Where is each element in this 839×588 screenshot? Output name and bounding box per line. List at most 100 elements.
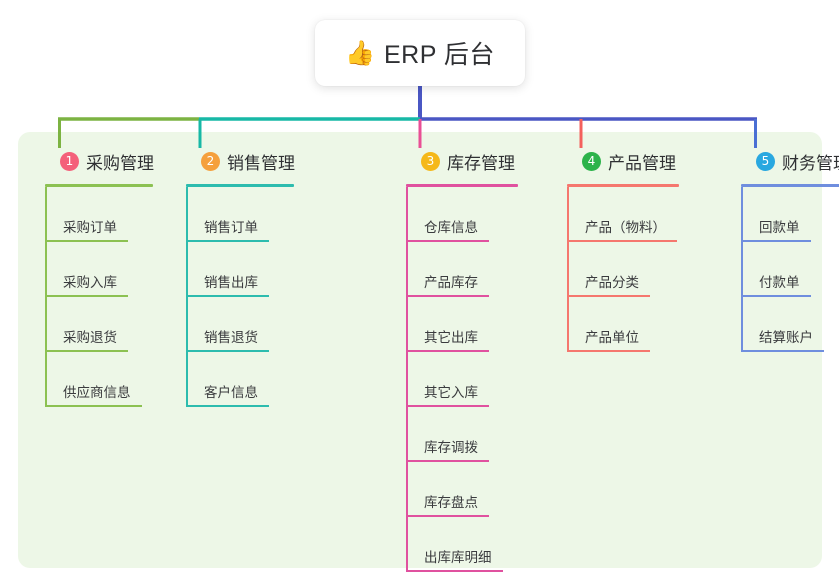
list-item-label: 采购入库 [63,275,117,290]
leaf-connector [567,297,569,352]
branch-header-2[interactable]: 2 销售管理 [181,132,331,176]
list-item[interactable]: 库存调拨 [406,407,506,462]
list-item-label: 产品单位 [585,330,639,345]
list-item-label: 产品（物料） [585,220,666,235]
list-item-underline [567,240,677,242]
list-item[interactable]: 产品（物料） [567,187,677,242]
list-item-underline [567,295,650,297]
branch-header-3[interactable]: 3 库存管理 [401,132,551,176]
list-item-underline [406,570,503,572]
list-item-underline [741,295,811,297]
list-item-label: 销售退货 [204,330,258,345]
branch-items-3: 仓库信息产品库存其它出库其它入库库存调拨库存盘点出库库明细 [406,187,551,572]
branch-badge-4: 4 [582,151,601,171]
branch-badge-5: 5 [756,151,775,171]
list-item[interactable]: 仓库信息 [406,187,506,242]
list-item-label: 库存盘点 [424,495,478,510]
leaf-connector [406,352,408,407]
branch-header-5[interactable]: 5 财务管理 [736,132,839,176]
branch-label-5: 财务管理 [782,153,839,173]
list-item[interactable]: 回款单 [741,187,839,242]
branch-label-3: 库存管理 [447,153,515,173]
list-item-underline [186,350,269,352]
list-item[interactable]: 采购订单 [45,187,145,242]
branch-label-2: 销售管理 [227,153,295,173]
list-item-label: 库存调拨 [424,440,478,455]
list-item[interactable]: 产品分类 [567,242,667,297]
branch-label-4: 产品管理 [608,153,676,173]
branch-items-2: 销售订单销售出库销售退货客户信息 [186,187,331,407]
list-item-label: 采购订单 [63,220,117,235]
branch-underline-1 [45,184,153,187]
branch-column-2: 2 销售管理销售订单销售出库销售退货客户信息 [181,132,331,407]
list-item-underline [406,460,489,462]
list-item[interactable]: 销售出库 [186,242,286,297]
list-item-label: 客户信息 [204,385,258,400]
list-item-underline [406,295,489,297]
branch-items-4: 产品（物料） 产品分类产品单位 [567,187,727,352]
root-title: ERP 后台 [383,41,495,69]
leaf-connector [741,297,743,352]
list-item-label: 采购退货 [63,330,117,345]
content-panel [18,132,822,568]
list-item-underline [186,240,269,242]
list-item-underline [406,405,489,407]
branch-underline-4 [567,184,679,187]
leaf-connector [406,517,408,572]
list-item-label: 产品库存 [424,275,478,290]
leaf-connector [741,242,743,297]
list-item-underline [741,240,811,242]
branch-items-5: 回款单付款单结算账户 [741,187,839,352]
list-item-label: 出库库明细 [424,550,492,565]
list-item-underline [45,240,128,242]
leaf-connector [741,187,743,242]
list-item-underline [741,350,824,352]
leaf-connector [186,187,188,242]
list-item[interactable]: 其它出库 [406,297,506,352]
list-item-underline [186,295,269,297]
list-item[interactable]: 销售退货 [186,297,286,352]
list-item[interactable]: 其它入库 [406,352,506,407]
leaf-connector [406,187,408,242]
branch-badge-2: 2 [201,151,220,171]
list-item[interactable]: 采购退货 [45,297,145,352]
branch-column-4: 4 产品管理产品（物料） 产品分类产品单位 [562,132,727,352]
list-item-underline [45,405,142,407]
branch-header-4[interactable]: 4 产品管理 [562,132,727,176]
list-item[interactable]: 库存盘点 [406,462,506,517]
branch-underline-5 [741,184,839,187]
list-item-underline [567,350,650,352]
list-item-underline [186,405,269,407]
list-item-underline [406,350,489,352]
list-item[interactable]: 供应商信息 [45,352,145,407]
leaf-connector [186,297,188,352]
list-item[interactable]: 结算账户 [741,297,839,352]
branch-label-1: 采购管理 [86,153,154,173]
list-item[interactable]: 付款单 [741,242,839,297]
leaf-connector [45,352,47,407]
branch-badge-3: 3 [421,151,440,171]
thumbs-up-icon: 👍 [345,40,375,67]
leaf-connector [406,407,408,462]
branch-underline-2 [186,184,294,187]
list-item[interactable]: 采购入库 [45,242,145,297]
root-node[interactable]: 👍 ERP 后台 [315,20,525,86]
list-item[interactable]: 出库库明细 [406,517,506,572]
branch-column-5: 5 财务管理回款单付款单结算账户 [736,132,839,352]
list-item-label: 回款单 [759,220,800,235]
branch-underline-3 [406,184,518,187]
list-item[interactable]: 客户信息 [186,352,286,407]
list-item[interactable]: 产品单位 [567,297,667,352]
list-item[interactable]: 产品库存 [406,242,506,297]
list-item-underline [45,350,128,352]
list-item[interactable]: 销售订单 [186,187,286,242]
list-item-label: 产品分类 [585,275,639,290]
leaf-connector [567,187,569,242]
leaf-connector [186,352,188,407]
leaf-connector [406,297,408,352]
leaf-connector [186,242,188,297]
leaf-connector [45,187,47,242]
